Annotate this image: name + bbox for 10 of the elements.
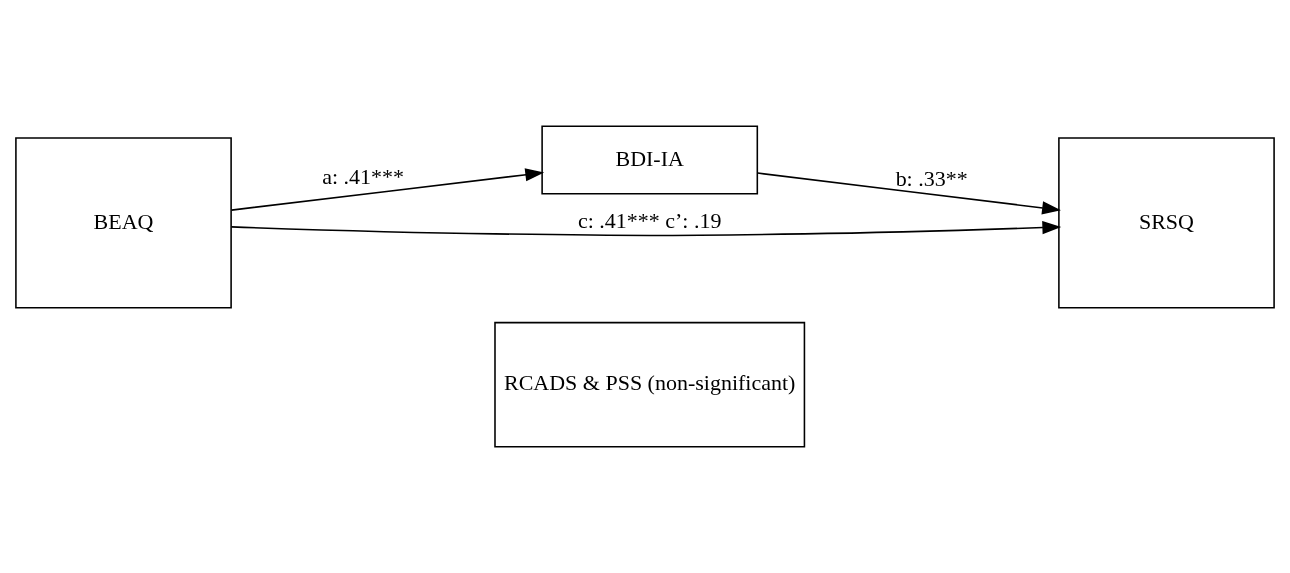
arrow — [230, 168, 545, 211]
edge-label: a: .41*** — [322, 163, 404, 189]
edge-label: c: .41*** c’: .19 — [577, 207, 722, 233]
node-box: RCADS & PSS (non-significant) — [494, 321, 806, 448]
node-box: BEAQ — [15, 137, 232, 309]
arrow — [756, 172, 1061, 215]
arrow — [230, 220, 1062, 237]
edge-label: b: .33** — [895, 165, 968, 191]
node-box: BDI-IA — [541, 125, 759, 195]
node-box: SRSQ — [1058, 137, 1275, 309]
